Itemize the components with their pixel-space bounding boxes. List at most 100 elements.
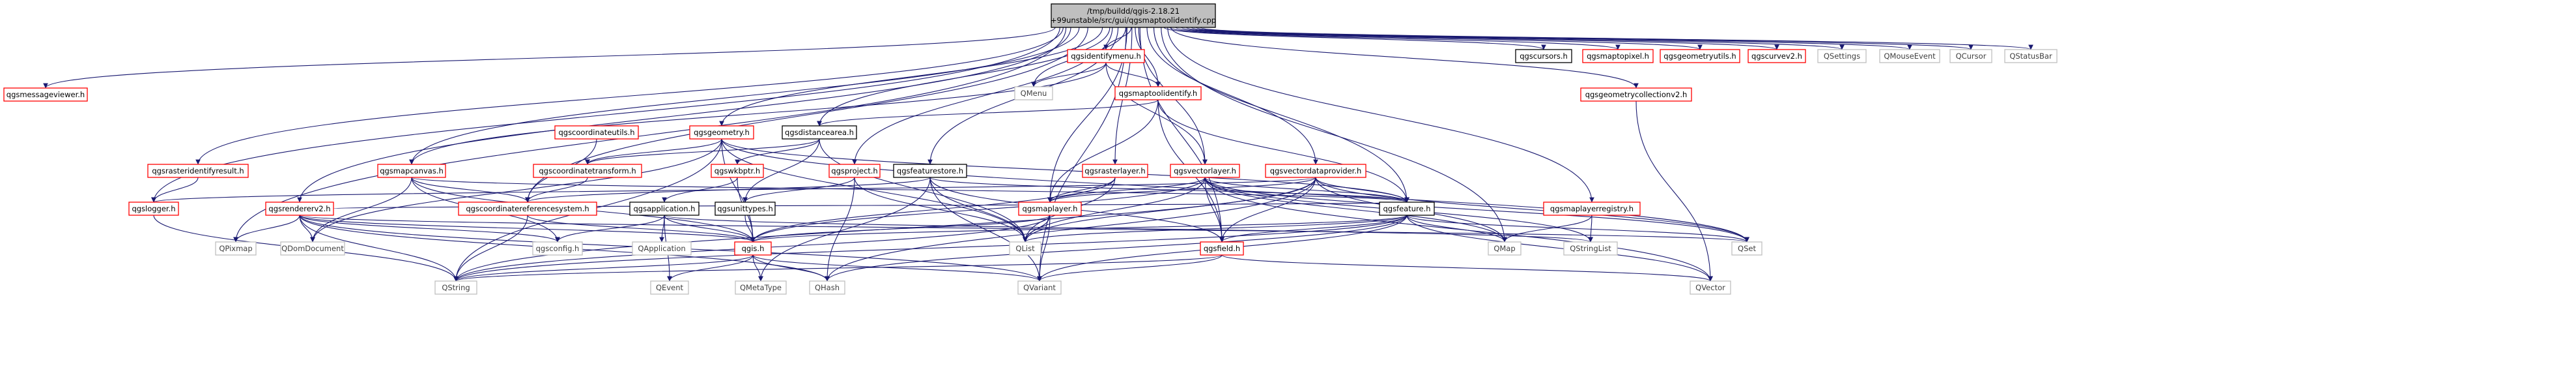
node-label: QEvent <box>656 283 683 292</box>
edge-qgswkbptr-to-qgsapplication <box>662 177 738 203</box>
node-qgsunittypes[interactable]: qgsunittypes.h <box>715 202 776 216</box>
node-box <box>533 164 642 178</box>
edge-qgsmapcanvas-to-QDomDocument <box>310 177 412 243</box>
node-qgsfeature[interactable]: qgsfeature.h <box>1379 202 1435 216</box>
node-qgsmaplayerregistry[interactable]: qgsmaplayerregistry.h <box>1543 202 1641 216</box>
node-qgsrasterlayer[interactable]: qgsrasterlayer.h <box>1082 164 1148 178</box>
node-label: qgscurvev2.h <box>1751 52 1802 61</box>
node-box <box>1879 49 1940 63</box>
node-qgsgeometry[interactable]: qgsgeometry.h <box>689 125 754 140</box>
node-qgsmapcanvas[interactable]: qgsmapcanvas.h <box>377 164 446 178</box>
node-QVariant[interactable]: QVariant <box>1017 280 1062 295</box>
edge-qgsvectordataprovider-to-qgsmaplayer <box>1047 177 1316 203</box>
edge-qgsvectorlayer-to-qgsfield <box>1204 177 1224 243</box>
node-qgslogger[interactable]: qgslogger.h <box>128 202 179 216</box>
node-label: /tmp/buildd/qgis-2.18.21 <box>1087 7 1180 16</box>
edge-qgsmaptoolidentify-to-qgsfeature <box>1157 99 1409 203</box>
node-QStringList[interactable]: QStringList <box>1563 241 1618 256</box>
node-qgis[interactable]: qgis.h <box>734 241 772 256</box>
node-QEvent[interactable]: QEvent <box>650 280 689 295</box>
node-QMenu[interactable]: QMenu <box>1014 86 1053 100</box>
edge-qgsfeature-to-QVector <box>1406 215 1713 282</box>
node-box <box>650 280 689 295</box>
node-qgsrasteridentifyresult[interactable]: qgsrasteridentifyresult.h <box>147 164 249 178</box>
node-qgsrendererv2[interactable]: qgsrendererv2.h <box>265 202 334 216</box>
node-QCursor[interactable]: QCursor <box>1949 49 1992 63</box>
node-label: qgsgeometrycollectionv2.h <box>1585 90 1688 99</box>
node-qgsidentifymenu[interactable]: qgsidentifymenu.h <box>1067 49 1145 63</box>
edge-qgis-to-QString <box>453 254 754 282</box>
node-label: qgsfeature.h <box>1383 204 1430 213</box>
node-qgsmaplayer[interactable]: qgsmaplayer.h <box>1018 202 1082 216</box>
node-box <box>1949 49 1992 63</box>
node-qgsproject[interactable]: qgsproject.h <box>828 164 881 178</box>
node-qgscoordinateutils[interactable]: qgscoordinateutils.h <box>554 125 639 140</box>
node-QPixmap[interactable]: QPixmap <box>215 241 257 256</box>
node-qgswkbptr[interactable]: qgswkbptr.h <box>711 164 764 178</box>
node-box <box>554 125 639 140</box>
node-QString[interactable]: QString <box>434 280 477 295</box>
node-label: qgsgeometryutils.h <box>1663 52 1736 61</box>
node-QSet[interactable]: QSet <box>1731 241 1762 256</box>
node-qgsgeometrycollectionv2[interactable]: qgsgeometrycollectionv2.h <box>1580 87 1692 102</box>
edge-qgsvectordataprovider-to-qgslogger <box>151 177 1316 203</box>
node-qgsvectorlayer[interactable]: qgsvectorlayer.h <box>1170 164 1240 178</box>
node-QMap[interactable]: QMap <box>1488 241 1522 256</box>
node-root[interactable]: /tmp/buildd/qgis-2.18.21+99unstable/src/… <box>1051 3 1216 28</box>
edge-qgsfield-to-QVector <box>1221 254 1713 282</box>
node-QList[interactable]: QList <box>1009 241 1041 256</box>
node-qgsconfig[interactable]: qgsconfig.h <box>532 241 583 256</box>
node-qgsdistancearea[interactable]: qgsdistancearea.h <box>782 125 857 140</box>
node-label: QString <box>442 283 470 292</box>
node-qgscoordinatereferencesystem[interactable]: qgscoordinatereferencesystem.h <box>458 202 597 216</box>
node-QMetaType[interactable]: QMetaType <box>735 280 787 295</box>
node-qgsmaptopixel[interactable]: qgsmaptopixel.h <box>1582 49 1654 63</box>
edge-qgsgeometry-to-QSet <box>721 138 1749 243</box>
node-label: QMetaType <box>740 283 782 292</box>
edge-qgsvectorlayer-to-qgsmaplayer <box>1047 177 1206 203</box>
node-QApplication[interactable]: QApplication <box>632 241 692 256</box>
node-qgsapplication[interactable]: qgsapplication.h <box>629 202 700 216</box>
node-qgsvectordataprovider[interactable]: qgsvectordataprovider.h <box>1265 164 1366 178</box>
node-box <box>1051 3 1216 28</box>
node-label: qgsrasteridentifyresult.h <box>152 166 244 175</box>
node-box <box>689 125 754 140</box>
edge-qgsrasterlayer-to-qgis <box>750 177 1116 243</box>
node-qgsfield[interactable]: qgsfield.h <box>1200 241 1244 256</box>
edge-root-to-qgsgeometry <box>719 27 1103 127</box>
edge-root-to-QCursor <box>1195 27 1974 50</box>
node-qgsmaptoolidentify[interactable]: qgsmaptoolidentify.h <box>1114 86 1202 100</box>
node-QVector[interactable]: QVector <box>1690 280 1731 295</box>
node-qgscursors[interactable]: qgscursors.h <box>1515 49 1572 63</box>
edge-qgsdistancearea-to-qgswkbptr <box>735 138 820 165</box>
edge-root-to-qgscursors <box>1163 27 1546 50</box>
node-label: QPixmap <box>219 244 252 253</box>
node-qgsgeometryutils[interactable]: qgsgeometryutils.h <box>1660 49 1740 63</box>
node-label: QVariant <box>1023 283 1056 292</box>
node-qgscoordinatetransform[interactable]: qgscoordinatetransform.h <box>533 164 642 178</box>
edge-qgsapplication-to-QStringList <box>664 215 1593 243</box>
node-QDomDocument[interactable]: QDomDocument <box>280 241 345 256</box>
node-label: qgswkbptr.h <box>715 166 760 175</box>
node-QStatusBar[interactable]: QStatusBar <box>2004 49 2058 63</box>
edge-qgsapplication-to-qgis <box>664 215 756 243</box>
node-layer: /tmp/buildd/qgis-2.18.21+99unstable/src/… <box>3 3 2058 295</box>
node-QHash[interactable]: QHash <box>809 280 845 295</box>
edge-root-to-QMap <box>1161 27 1507 243</box>
edge-qgsmaptoolidentify-to-qgsmaplayer <box>1047 99 1159 203</box>
edge-root-to-QPixmap <box>233 27 1067 243</box>
node-QSettings[interactable]: QSettings <box>1817 49 1867 63</box>
node-box <box>893 164 967 178</box>
edge-qgsfeature-to-QList <box>1023 215 1408 243</box>
node-label: qgsvectordataprovider.h <box>1270 166 1362 175</box>
edge-qgsmaplayer-to-QVariant <box>1037 215 1051 282</box>
node-label: qgsconfig.h <box>536 244 580 253</box>
node-box <box>782 125 857 140</box>
node-qgsmessageviewer[interactable]: qgsmessageviewer.h <box>3 87 88 102</box>
node-box <box>711 164 764 178</box>
node-qgsfeaturestore[interactable]: qgsfeaturestore.h <box>893 164 967 178</box>
node-qgscurvev2[interactable]: qgscurvev2.h <box>1748 49 1806 63</box>
edge-qgsfeature-to-qgsfield <box>1219 215 1408 243</box>
node-QMouseEvent[interactable]: QMouseEvent <box>1879 49 1940 63</box>
